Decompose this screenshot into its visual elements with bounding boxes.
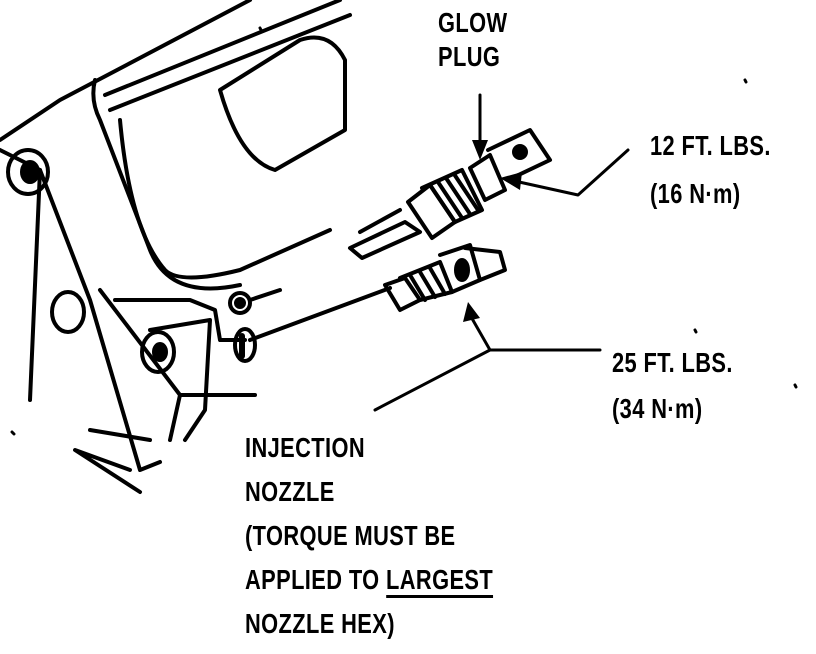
injection-nozzle-largest-underlined: LARGEST [386,564,494,598]
injection-nozzle-line4-text: APPLIED TO [245,564,387,595]
injection-nozzle-line4: APPLIED TO LARGEST [245,558,494,602]
bolt-boss-lower [50,290,86,334]
injection-nozzle [248,243,507,342]
nozzle-torque-nm: (34 N·m) [612,393,703,424]
injection-nozzle-line2: NOZZLE [245,476,335,507]
glow-plug [348,128,552,260]
nozzle-torque-leader [373,313,602,412]
glow-plug-torque-label: 12 FT. LBS. (16 N·m) [650,122,771,218]
glow-plug-torque-leader [508,148,630,197]
nozzle-torque-ftlbs: 25 FT. LBS. [612,347,733,378]
glow-plug-torque-nm: (16 N·m) [650,178,741,209]
glow-plug-label-line1: GLOW [438,7,508,38]
injection-nozzle-label: INJECTION NOZZLE (TORQUE MUST BE APPLIED… [245,426,494,646]
glow-plug-torque-ftlbs: 12 FT. LBS. [650,130,771,161]
glow-plug-label-line2: PLUG [438,41,501,72]
bolt-boss-upper [6,148,50,196]
cylinder-head-block [0,0,352,494]
nozzle-port [233,327,257,363]
injection-nozzle-line3: (TORQUE MUST BE [245,520,456,551]
nozzle-torque-label: 25 FT. LBS. (34 N·m) [612,340,733,432]
glow-plug-port [228,291,252,315]
bolt-boss-middle [140,330,176,374]
injection-nozzle-line1: INJECTION [245,432,366,463]
injection-nozzle-line5: NOZZLE HEX) [245,608,395,639]
glow-plug-label: GLOW PLUG [438,6,507,74]
